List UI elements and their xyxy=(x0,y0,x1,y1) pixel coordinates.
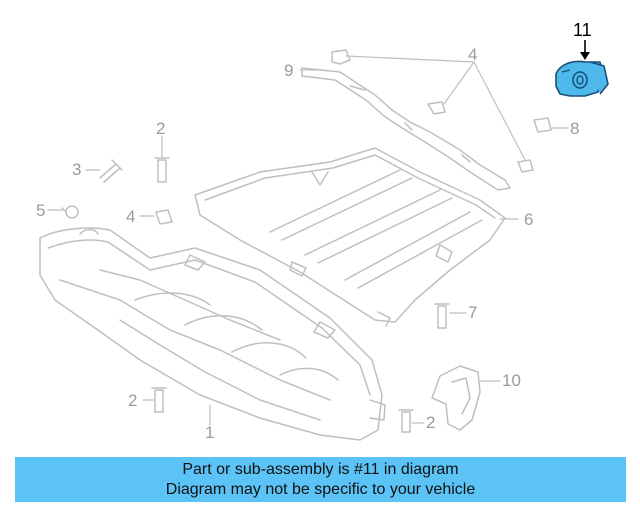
info-banner: Part or sub-assembly is #11 in diagram D… xyxy=(15,457,626,502)
part-3-screw xyxy=(99,159,123,183)
callout-3[interactable]: 3 xyxy=(72,160,82,179)
part-5-fastener xyxy=(61,205,79,219)
callout-5[interactable]: 5 xyxy=(36,201,46,220)
callout-4-top[interactable]: 4 xyxy=(468,45,478,64)
callout-4-left[interactable]: 4 xyxy=(126,207,136,226)
leader-lines xyxy=(47,55,569,426)
part-11-highlighted-bracket[interactable] xyxy=(555,60,609,97)
callout-11[interactable]: 11 xyxy=(573,20,592,40)
callout-8[interactable]: 8 xyxy=(570,119,580,138)
part-1-lower-splash-shield xyxy=(39,227,386,441)
part-4-clip-c xyxy=(517,159,534,173)
part-9-brace xyxy=(301,67,511,191)
leader-line-11 xyxy=(580,40,590,60)
callout-9[interactable]: 9 xyxy=(284,61,294,80)
part-4-clip-b xyxy=(427,101,446,115)
part-2-bolt-upper xyxy=(154,157,170,183)
part-4-clip-d xyxy=(155,209,173,225)
part-7-bolt xyxy=(434,303,450,329)
callout-2-lower-right[interactable]: 2 xyxy=(426,413,436,432)
callout-2-upper[interactable]: 2 xyxy=(156,119,166,138)
part-6-underbody-panel xyxy=(194,147,506,327)
part-8-clip xyxy=(533,117,552,133)
part-4-clip-a xyxy=(331,49,351,65)
banner-line-1: Part or sub-assembly is #11 in diagram xyxy=(182,461,459,478)
part-2-bolt-lower-right xyxy=(398,409,414,433)
callout-1[interactable]: 1 xyxy=(205,423,215,442)
part-2-bolt-lower-left xyxy=(151,387,167,413)
callout-2-lower-left[interactable]: 2 xyxy=(128,391,138,410)
callout-7[interactable]: 7 xyxy=(468,303,478,322)
part-10-bracket xyxy=(431,365,481,431)
callout-6[interactable]: 6 xyxy=(524,210,534,229)
callout-10[interactable]: 10 xyxy=(502,371,521,390)
banner-line-2: Diagram may not be specific to your vehi… xyxy=(165,481,476,498)
